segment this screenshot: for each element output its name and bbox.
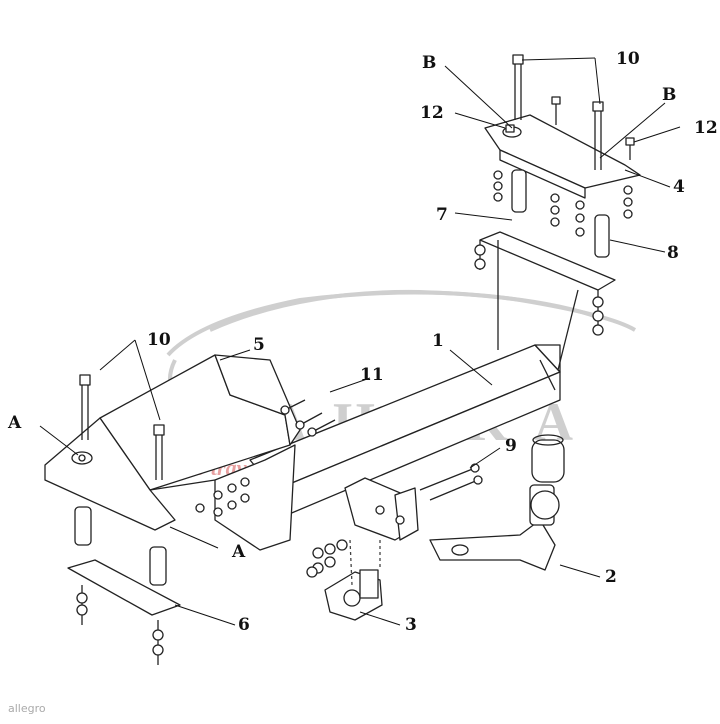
label-B-left: B — [422, 53, 436, 73]
label-B-right: B — [662, 85, 676, 105]
center-washers — [306, 539, 348, 578]
part-11-bolts — [280, 399, 336, 437]
label-4: 4 — [673, 177, 685, 197]
label-2: 2 — [605, 567, 617, 587]
corner-watermark: allegro — [8, 702, 46, 715]
right-lower-plate — [474, 231, 616, 371]
part-7-spacer — [511, 169, 527, 213]
parts — [39, 54, 681, 665]
bracket-bolts — [195, 477, 250, 517]
part-5-left-bracket — [44, 354, 301, 551]
label-12-left: 12 — [420, 103, 444, 123]
part-6-left-plate — [67, 506, 181, 665]
leader-lines — [39, 57, 681, 626]
part-9-bolts — [419, 463, 483, 501]
label-5: 5 — [253, 335, 265, 355]
label-10-top: 10 — [616, 49, 640, 69]
right-washers — [493, 170, 633, 237]
part-1-crossbar — [249, 344, 561, 521]
label-6: 6 — [238, 615, 250, 635]
label-12-right: 12 — [694, 118, 718, 138]
part-10-left-bolts — [79, 374, 165, 480]
part-8-spacer — [594, 214, 610, 258]
center-mount — [344, 477, 419, 541]
label-1: 1 — [432, 331, 444, 351]
label-9: 9 — [505, 436, 517, 456]
assembly-lines — [349, 539, 381, 586]
part-3-socket-plate — [324, 569, 383, 621]
part-10-right-bolts — [512, 54, 604, 170]
label-11: 11 — [360, 365, 384, 385]
label-A-bottom: A — [231, 542, 246, 562]
label-3: 3 — [405, 615, 417, 635]
callout-labels: 1 2 3 4 5 6 7 8 9 10 10 11 12 12 A A B B — [7, 49, 718, 635]
label-7: 7 — [436, 205, 448, 225]
label-8: 8 — [667, 243, 679, 263]
label-10-left: 10 — [147, 330, 171, 350]
label-A-left: A — [7, 413, 22, 433]
part-2-tow-ball — [429, 434, 565, 571]
